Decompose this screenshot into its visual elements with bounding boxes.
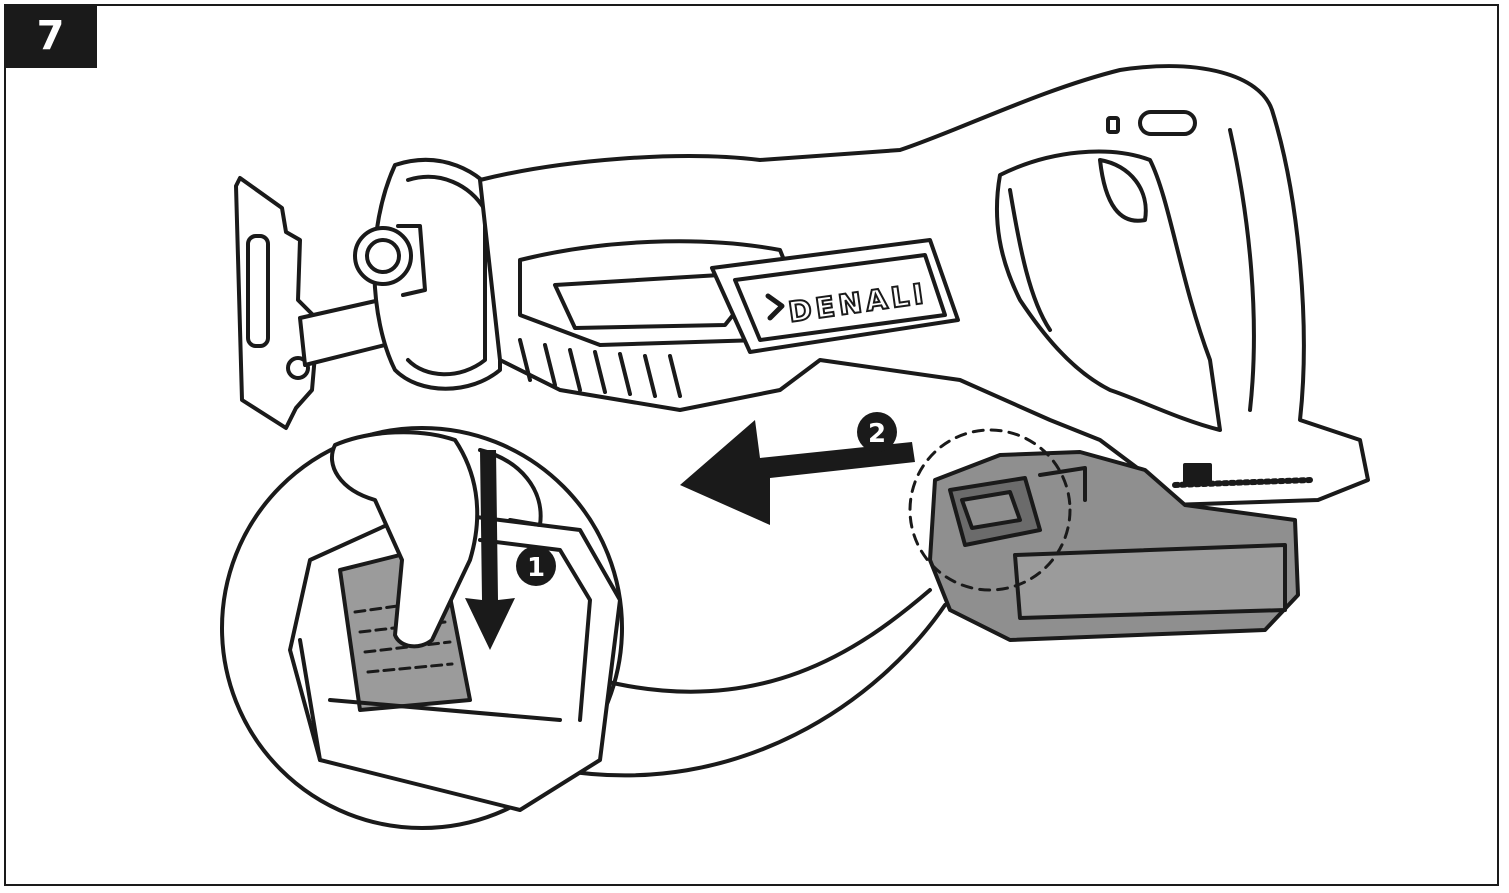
battery-pack xyxy=(908,428,1300,642)
finger-press-icon xyxy=(329,430,480,649)
callout-1-label: 1 xyxy=(527,553,545,583)
magnifier-inset xyxy=(220,426,947,830)
callout-2: 2 xyxy=(857,412,897,452)
step-badge: 7 xyxy=(4,4,97,68)
callout-2-label: 2 xyxy=(868,419,886,449)
brand-plate xyxy=(710,238,960,354)
figure-frame xyxy=(4,4,1499,886)
callout-1: 1 xyxy=(516,546,556,586)
slide-arrow-icon xyxy=(680,420,915,525)
down-arrow-icon xyxy=(465,450,515,650)
saw-nose xyxy=(353,157,502,391)
saw-shoe xyxy=(234,176,320,430)
plunger-shaft xyxy=(298,298,387,367)
